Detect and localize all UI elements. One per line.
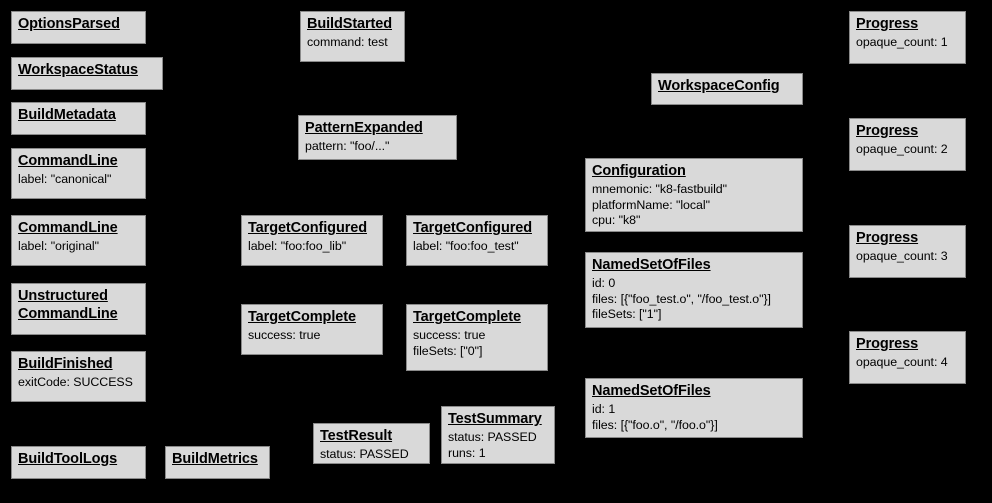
event-node-title: TestSummary [448,411,542,427]
event-node-build-started[interactable]: BuildStarted command: test [300,11,405,62]
event-node-field: cpu: "k8" [592,213,641,228]
event-node-fields: command: test [307,35,398,51]
event-node-title: TargetConfigured [413,220,532,236]
event-node-options-parsed[interactable]: OptionsParsed [11,11,146,44]
event-node-field: opaque_count: 1 [856,34,948,49]
event-node-test-result[interactable]: TestResult status: PASSED [313,423,430,464]
event-node-progress-2[interactable]: Progress opaque_count: 2 [849,118,966,171]
event-node-fields: opaque_count: 1 [856,35,959,51]
event-node-title: WorkspaceStatus [18,62,138,78]
event-node-field: exitCode: SUCCESS [18,374,133,389]
event-node-field: opaque_count: 2 [856,141,948,156]
event-node-fields: label: "canonical" [18,172,139,188]
event-node-title: BuildStarted [307,16,393,32]
event-node-build-tool-logs[interactable]: BuildToolLogs [11,446,146,479]
event-node-title: Progress [856,336,919,352]
event-node-fields: opaque_count: 2 [856,142,959,158]
event-node-fields: status: PASSED [320,447,423,463]
event-node-fields: label: "original" [18,239,139,255]
event-node-field: label: "foo:foo_lib" [248,238,347,253]
event-node-title: TargetConfigured [248,220,367,236]
event-node-field: opaque_count: 4 [856,354,948,369]
event-node-field: success: true [248,327,321,342]
event-node-field: status: PASSED [448,429,537,444]
event-node-field: label: "original" [18,238,99,253]
event-node-title: BuildMetadata [18,107,116,123]
event-node-build-metadata[interactable]: BuildMetadata [11,102,146,135]
event-node-field: mnemonic: "k8-fastbuild" [592,181,728,196]
event-node-unstructured-command-line[interactable]: Unstructured CommandLine [11,283,146,335]
event-node-title: OptionsParsed [18,16,120,32]
event-node-progress-1[interactable]: Progress opaque_count: 1 [849,11,966,64]
event-node-target-configured-foo-test[interactable]: TargetConfigured label: "foo:foo_test" [406,215,548,266]
event-node-title: WorkspaceConfig [658,78,780,94]
event-node-fields: success: true [248,328,376,344]
event-node-field: status: PASSED [320,446,409,461]
event-node-fields: pattern: "foo/..." [305,139,450,155]
event-node-field: success: true [413,327,486,342]
event-node-command-line-original[interactable]: CommandLine label: "original" [11,215,146,266]
event-node-field: runs: 1 [448,445,486,460]
event-node-fields: label: "foo:foo_lib" [248,239,376,255]
event-node-field: platformName: "local" [592,197,710,212]
event-node-title: Progress [856,123,919,139]
event-node-field: label: "canonical" [18,171,112,186]
event-node-title: TargetComplete [248,309,356,325]
event-node-title: BuildToolLogs [18,451,118,467]
event-node-progress-3[interactable]: Progress opaque_count: 3 [849,225,966,278]
event-node-field: files: [{"foo.o", "/foo.o"}] [592,417,718,432]
event-node-fields: opaque_count: 3 [856,249,959,265]
event-node-title: Progress [856,230,919,246]
event-node-field: fileSets: ["1"] [592,307,662,322]
event-node-title: NamedSetOfFiles [592,383,711,399]
event-node-fields: exitCode: SUCCESS [18,375,139,391]
event-node-workspace-status[interactable]: WorkspaceStatus [11,57,163,90]
event-node-title: TargetComplete [413,309,521,325]
event-node-title: Configuration [592,163,686,179]
event-node-field: id: 1 [592,401,616,416]
event-node-title: PatternExpanded [305,120,423,136]
event-node-field: label: "foo:foo_test" [413,238,519,253]
event-node-command-line-canonical[interactable]: CommandLine label: "canonical" [11,148,146,199]
event-node-field: command: test [307,34,388,49]
event-node-field: files: [{"foo_test.o", "/foo_test.o"}] [592,291,771,306]
event-node-fields: opaque_count: 4 [856,355,959,371]
event-node-field: opaque_count: 3 [856,248,948,263]
event-node-workspace-config[interactable]: WorkspaceConfig [651,73,803,105]
event-node-title: BuildFinished [18,356,113,372]
event-node-field: fileSets: ["0"] [413,343,483,358]
event-node-pattern-expanded[interactable]: PatternExpanded pattern: "foo/..." [298,115,457,160]
event-node-target-complete-lib[interactable]: TargetComplete success: true [241,304,383,355]
event-node-configuration[interactable]: Configuration mnemonic: "k8-fastbuild"pla… [585,158,803,232]
event-node-progress-4[interactable]: Progress opaque_count: 4 [849,331,966,384]
event-node-target-configured-foo-lib[interactable]: TargetConfigured label: "foo:foo_lib" [241,215,383,266]
event-node-title: TestResult [320,428,393,444]
event-node-title: CommandLine [18,220,118,236]
event-node-title: Unstructured CommandLine [18,288,118,322]
event-node-fields: label: "foo:foo_test" [413,239,541,255]
event-node-field: id: 0 [592,275,616,290]
event-node-build-metrics[interactable]: BuildMetrics [165,446,270,479]
event-node-field: pattern: "foo/..." [305,138,390,153]
event-node-title: NamedSetOfFiles [592,257,711,273]
event-node-title: CommandLine [18,153,118,169]
event-node-build-finished[interactable]: BuildFinished exitCode: SUCCESS [11,351,146,402]
event-node-title: BuildMetrics [172,451,258,467]
event-node-title: Progress [856,16,919,32]
event-node-fields: mnemonic: "k8-fastbuild"platformName: "l… [592,182,796,230]
